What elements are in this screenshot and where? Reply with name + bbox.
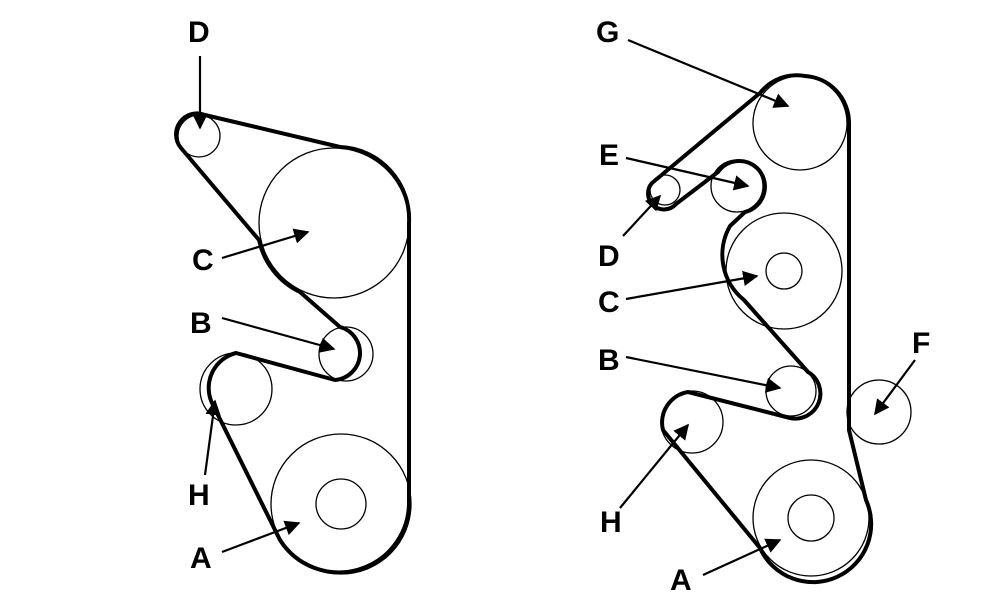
right-label-f: F	[912, 327, 930, 360]
left-label-c: C	[192, 244, 214, 277]
right-leader-d	[622, 194, 662, 237]
right-leader-b	[625, 355, 782, 393]
right-label-c: C	[598, 286, 620, 319]
right-drive-belt	[646, 73, 874, 585]
right-pulley-c	[725, 212, 843, 330]
left-pulley-h	[199, 352, 273, 426]
right-label-h: H	[600, 506, 622, 539]
right-leader-h	[619, 423, 689, 509]
left-leader-a	[221, 520, 301, 554]
right-pulley-f	[846, 379, 912, 445]
left-pulley-a-hub	[315, 478, 367, 530]
left-leader-h	[203, 399, 221, 476]
right-belt-diagram: G E D C B F H A	[596, 16, 930, 597]
right-leader-g	[627, 38, 790, 108]
right-label-a: A	[670, 564, 692, 597]
right-label-e: E	[599, 139, 619, 172]
right-label-g: G	[596, 16, 619, 49]
right-leader-f	[874, 359, 916, 416]
right-leader-c	[625, 270, 759, 301]
left-drive-belt	[174, 111, 412, 575]
right-pulley-a-hub	[787, 494, 835, 542]
right-label-d: D	[598, 240, 620, 273]
right-label-b: B	[598, 344, 620, 377]
right-leader-a	[702, 538, 782, 577]
right-leader-e	[625, 156, 750, 191]
right-pulley-c-hub	[765, 252, 803, 290]
right-pulley-a	[752, 459, 870, 577]
left-pulley-c	[258, 147, 410, 299]
left-label-d: D	[188, 16, 210, 49]
left-label-h: H	[188, 479, 210, 512]
left-pulley-b	[318, 326, 374, 382]
left-label-b: B	[190, 307, 212, 340]
left-belt-diagram: D C B H A	[174, 16, 412, 575]
left-leader-b	[221, 316, 336, 353]
left-leader-c	[221, 228, 310, 260]
left-label-a: A	[190, 542, 212, 575]
